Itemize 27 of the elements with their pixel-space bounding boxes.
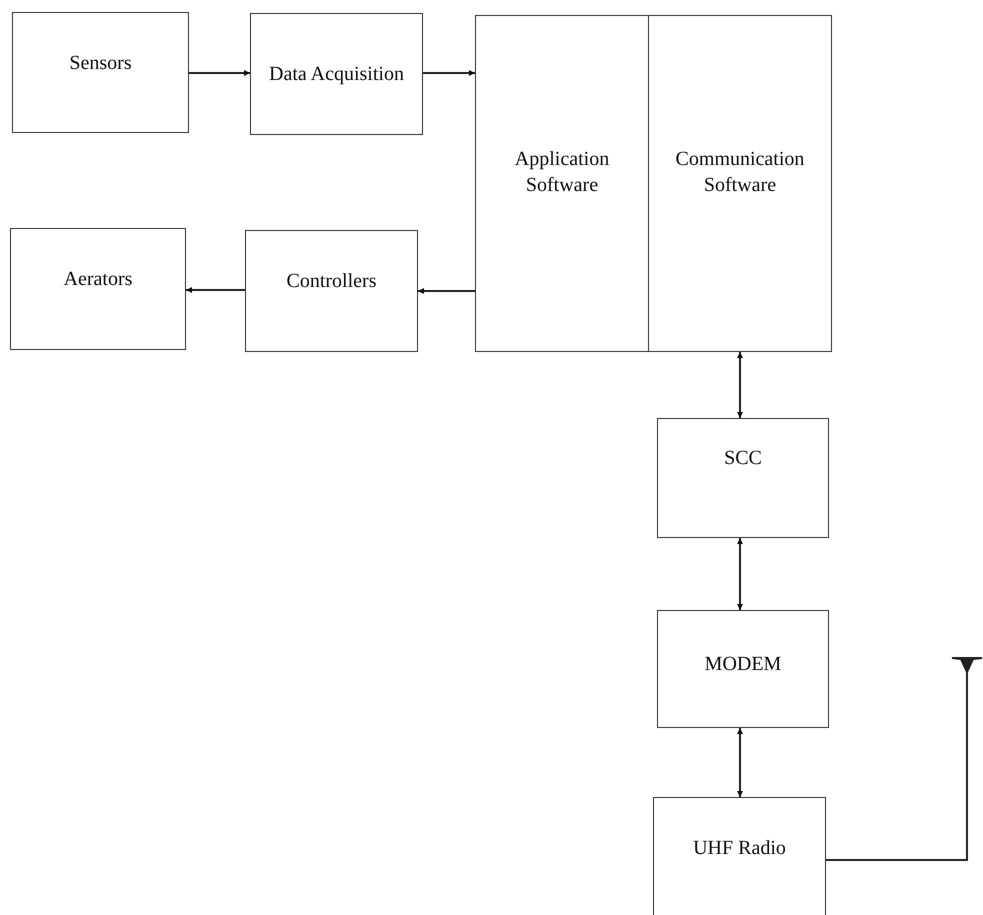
arrow [186, 287, 245, 293]
box-label: Application Software [514, 147, 610, 198]
antenna-icon [951, 656, 983, 680]
arrow [737, 728, 743, 797]
box-label: Data Acquisition [269, 62, 404, 87]
process-box [12, 12, 189, 133]
process-box [657, 610, 829, 728]
arrow [189, 70, 250, 76]
box-label: Aerators [64, 267, 132, 292]
process-box [653, 797, 826, 915]
box-label: Communication Software [674, 147, 806, 198]
process-box [648, 15, 832, 352]
process-box [475, 15, 649, 352]
box-label: UHF Radio [693, 836, 786, 861]
box-label: Controllers [286, 269, 376, 294]
arrow [737, 538, 743, 610]
process-box [10, 228, 186, 350]
process-box [245, 230, 418, 352]
arrow [423, 70, 475, 76]
process-box [250, 13, 423, 135]
connector-line [826, 680, 968, 861]
box-label: SCC [724, 446, 762, 471]
box-label: MODEM [704, 652, 782, 677]
box-label: Sensors [69, 50, 132, 76]
arrow [418, 288, 475, 294]
process-box [657, 418, 829, 538]
arrow [737, 352, 743, 418]
